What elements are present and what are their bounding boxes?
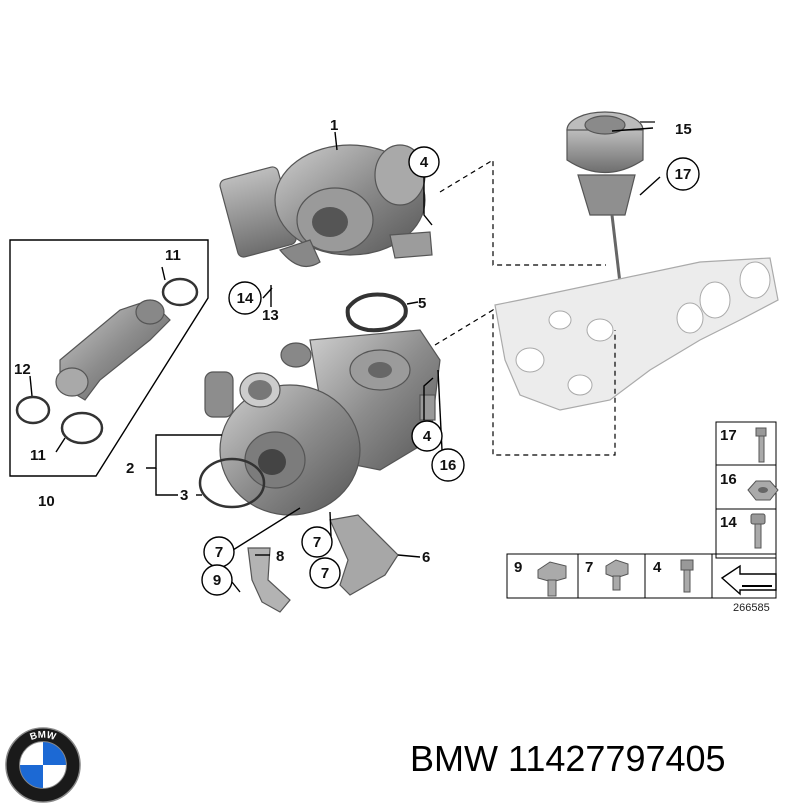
callout-16-circle: 16	[431, 448, 465, 482]
turbocharger-lower-drawing	[204, 329, 441, 516]
callout-10: 10	[38, 493, 55, 510]
callout-17-circle: 17	[666, 157, 700, 191]
bolt-4-drawing	[680, 559, 694, 593]
svg-text:17: 17	[675, 166, 692, 183]
callout-7-middle: 7	[301, 526, 333, 558]
gasket-ring-3	[198, 457, 266, 509]
callout-7-left: 7	[203, 536, 235, 568]
table-label-9: 9	[514, 559, 522, 576]
svg-text:7: 7	[313, 534, 321, 551]
bracket-6	[329, 514, 399, 596]
callout-14-circle: 14	[228, 281, 262, 315]
svg-text:4: 4	[420, 154, 429, 171]
svg-text:7: 7	[215, 544, 223, 561]
brand-name: BMW	[410, 738, 498, 779]
bolt-14-drawing	[750, 513, 766, 549]
oil-line-detail-box	[9, 239, 209, 477]
turbocharger-upper-drawing	[219, 144, 433, 268]
callout-9-circle: 9	[201, 564, 233, 596]
bmw-logo: BMW	[5, 727, 81, 803]
callout-2: 2	[126, 460, 134, 477]
callout-11-bottom: 11	[30, 447, 46, 464]
table-label-16: 16	[720, 471, 737, 488]
callout-7-lower: 7	[309, 557, 341, 589]
bolt-7-drawing	[605, 559, 629, 591]
callout-12: 12	[14, 361, 31, 378]
leader-lines	[29, 127, 661, 593]
svg-text:BMW: BMW	[29, 730, 58, 744]
callout-4-upper: 4	[408, 146, 440, 178]
table-label-14: 14	[720, 514, 737, 531]
gasket-5	[345, 292, 408, 333]
callout-5: 5	[418, 295, 426, 312]
bolt-9-drawing	[537, 561, 567, 597]
fastener-table: 17 16 14 9 7 4	[506, 421, 779, 599]
svg-text:16: 16	[440, 457, 457, 474]
nut-16-drawing	[747, 480, 779, 501]
callout-8: 8	[276, 548, 284, 565]
callout-15: 15	[675, 121, 692, 138]
svg-text:14: 14	[237, 290, 254, 307]
exhaust-manifold-drawing	[494, 257, 779, 411]
bracket-8	[247, 547, 291, 613]
svg-text:7: 7	[321, 565, 329, 582]
direction-arrow-icon	[720, 564, 777, 596]
table-label-17: 17	[720, 427, 737, 444]
table-label-4: 4	[653, 559, 662, 576]
svg-text:9: 9	[213, 572, 221, 589]
callout-11-top: 11	[165, 247, 181, 264]
callout-4-lower: 4	[411, 420, 443, 452]
callout-13: 13	[262, 307, 279, 324]
callout-1: 1	[330, 117, 338, 134]
brand-part-number: BMW 11427797405	[410, 738, 726, 780]
callout-3: 3	[180, 487, 188, 504]
table-label-7: 7	[585, 559, 593, 576]
svg-text:4: 4	[423, 428, 432, 445]
drawing-number: 266585	[733, 602, 770, 614]
wastegate-actuator-drawing	[566, 111, 655, 301]
callout-6: 6	[422, 549, 430, 566]
stud-17-drawing	[755, 427, 767, 463]
part-number: 11427797405	[508, 738, 726, 779]
